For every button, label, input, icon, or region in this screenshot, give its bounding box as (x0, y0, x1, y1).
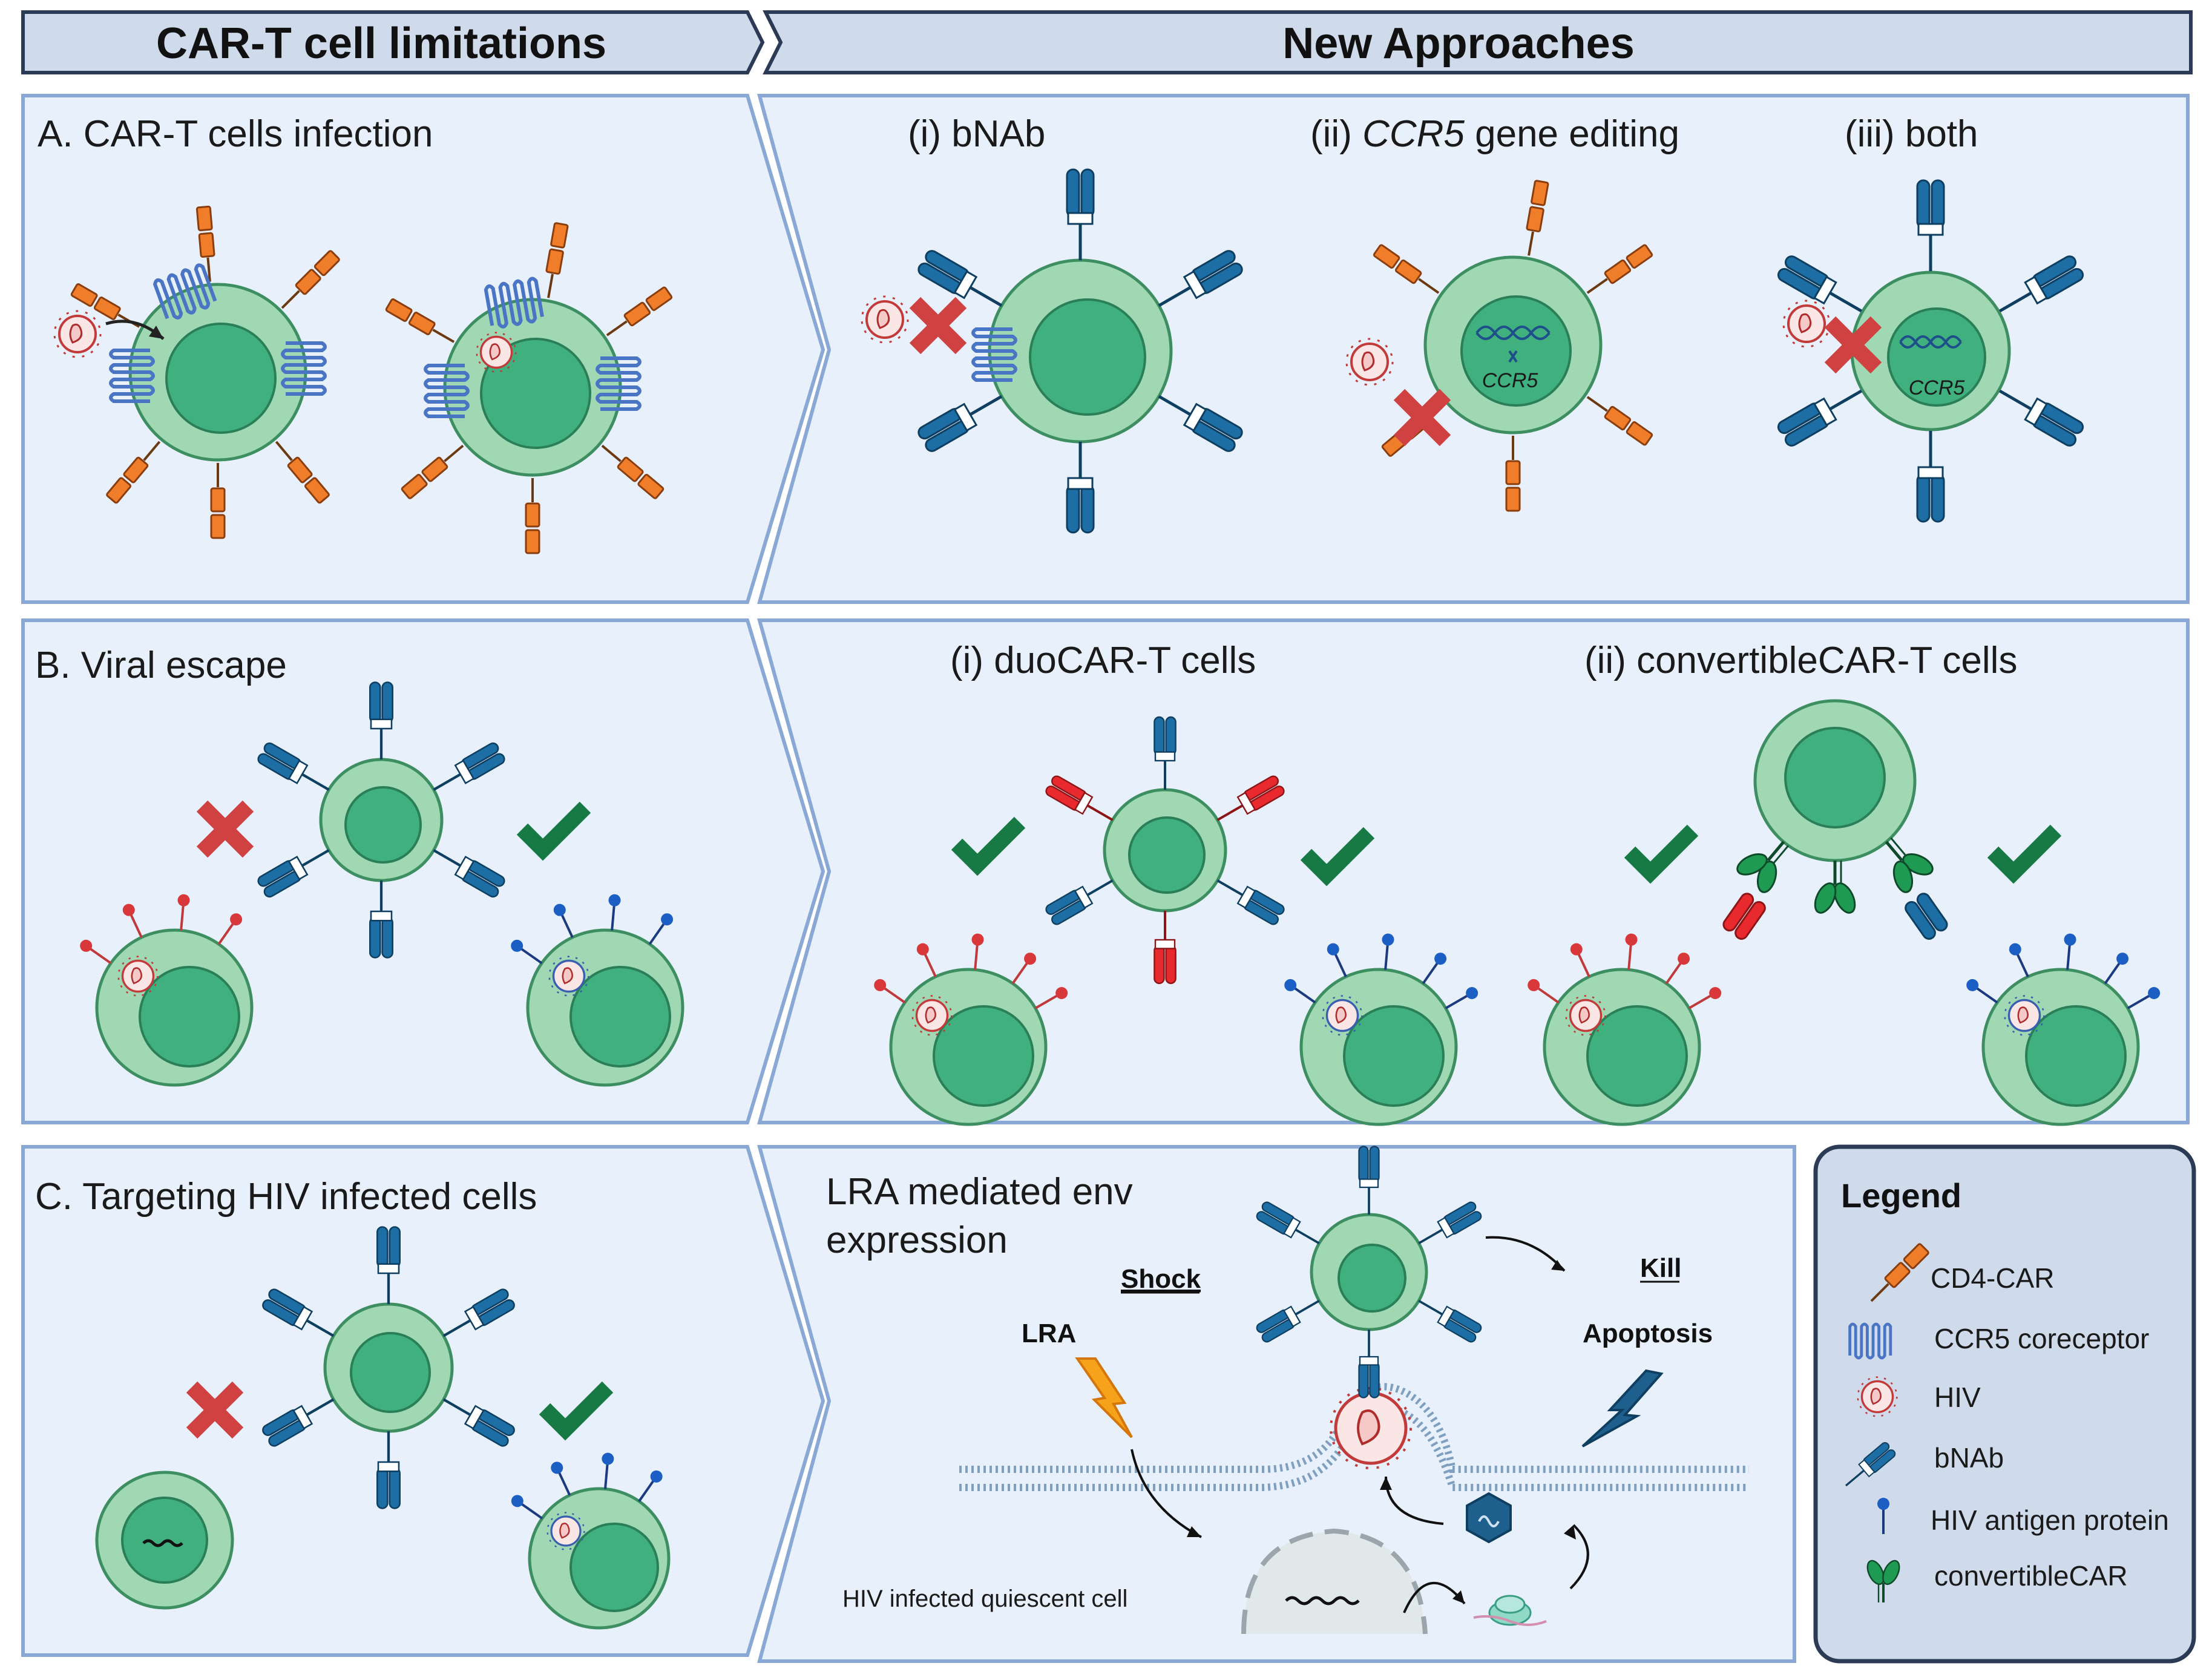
header-limitations-bar (21, 10, 765, 74)
bnab-car-t-cell-effector (1254, 1145, 1484, 1399)
approach-b1-title: (i) duoCAR-T cells (950, 640, 1256, 681)
convertible-car-t-cell (1730, 699, 1940, 916)
duocar-t-cell (1045, 717, 1286, 983)
ribosome-icon (1473, 1595, 1547, 1626)
approach-a1-title: (i) bNAb (908, 113, 1045, 155)
bnab-car-t-cell-b (257, 683, 507, 958)
legend-item-ccr5: CCR5 coreceptor (1850, 1323, 2149, 1358)
svg-text:CCR5 coreceptor: CCR5 coreceptor (1934, 1323, 2149, 1354)
dna-helix-icon (1475, 326, 1551, 340)
header-approaches-bar (763, 10, 2193, 74)
svg-text:bNAb: bNAb (1934, 1442, 2004, 1474)
ccr5-gene-label-both: CCR5 (1909, 376, 1965, 399)
lra-lightning-icon (1075, 1357, 1133, 1438)
panel-c-right (757, 1145, 1796, 1663)
approach-a3-title: (iii) both (1845, 113, 1978, 155)
header-approaches: New Approaches (1282, 19, 1634, 68)
svg-text:CD4-CAR: CD4-CAR (1931, 1262, 2054, 1294)
panel-c-right-title-line2: expression (826, 1219, 1008, 1261)
reactivated-infected-cell (507, 1451, 671, 1630)
bnab-car-t-cell (916, 169, 1244, 533)
blue-adaptor-bnab (1905, 893, 1948, 940)
panel-c-right-title-line1: LRA mediated env (826, 1171, 1133, 1213)
legend-item-hiv: HIV (1856, 1376, 1981, 1418)
shock-label: Shock (1121, 1264, 1201, 1294)
approach-b2-title: (ii) convertibleCAR-T cells (1584, 640, 2017, 681)
ccr5-gene-label: CCR5 (1482, 369, 1538, 392)
apoptosis-lightning-icon (1581, 1369, 1664, 1448)
svg-text:HIV: HIV (1934, 1382, 1981, 1413)
env-protein-icon (1466, 1492, 1512, 1544)
escape-infected-cell-red (76, 892, 254, 1087)
bnab-car-t-cell-c (261, 1227, 516, 1509)
convertible-target-cell-red (1524, 931, 1725, 1126)
legend-item-bnab: bNAb (1839, 1440, 2004, 1494)
latent-infected-cell (95, 1471, 234, 1610)
svg-text:convertibleCAR: convertibleCAR (1934, 1560, 2128, 1592)
scissors-icon (1508, 350, 1518, 363)
apoptosis-label: Apoptosis (1583, 1319, 1713, 1348)
nucleus-envelope (1241, 1528, 1428, 1635)
panel-a-left (21, 94, 825, 604)
legend-box (1813, 1144, 2196, 1664)
lra-label: LRA (1022, 1319, 1076, 1348)
panel-a-title: A. CAR-T cells infection (38, 113, 433, 155)
integrated-provirus-icon (142, 1539, 183, 1547)
duocar-target-cell-red (870, 931, 1071, 1126)
legend-item-convertible-car: convertibleCAR (1864, 1558, 2128, 1602)
quiescent-cell-label: HIV infected quiescent cell (842, 1586, 1127, 1612)
infected-cell-blue (507, 892, 684, 1087)
red-adaptor-bnab (1722, 893, 1766, 940)
budding-hiv-virion (1330, 1387, 1412, 1469)
convertible-target-cell-blue (1963, 931, 2164, 1126)
svg-text:HIV antigen protein: HIV antigen protein (1931, 1504, 2169, 1536)
bnab-ccr5-edited-cell: CCR5 (1776, 180, 2085, 522)
approach-a2-title: (ii) CCR5 gene editing (1310, 113, 1679, 155)
panel-b-title: B. Viral escape (35, 644, 287, 686)
header-limitations: CAR-T cell limitations (156, 19, 606, 68)
ccr5-edited-cell: CCR5 (1372, 179, 1654, 512)
car-t-cell-being-infected (70, 205, 340, 539)
panel-c-title: C. Targeting HIV infected cells (35, 1176, 537, 1218)
approach-a2-gene: CCR5 (1362, 113, 1465, 155)
legend-title: Legend (1841, 1176, 1961, 1215)
provirus-dna-icon (1285, 1596, 1360, 1605)
lra-arrow (1131, 1449, 1202, 1538)
kill-label: Kill (1640, 1253, 1681, 1283)
car-t-cell-infected (384, 221, 674, 554)
legend-item-cd4-car: CD4-CAR (1866, 1244, 2054, 1306)
duocar-target-cell-blue (1281, 931, 1482, 1126)
legend-item-antigen: HIV antigen protein (1876, 1497, 2169, 1536)
